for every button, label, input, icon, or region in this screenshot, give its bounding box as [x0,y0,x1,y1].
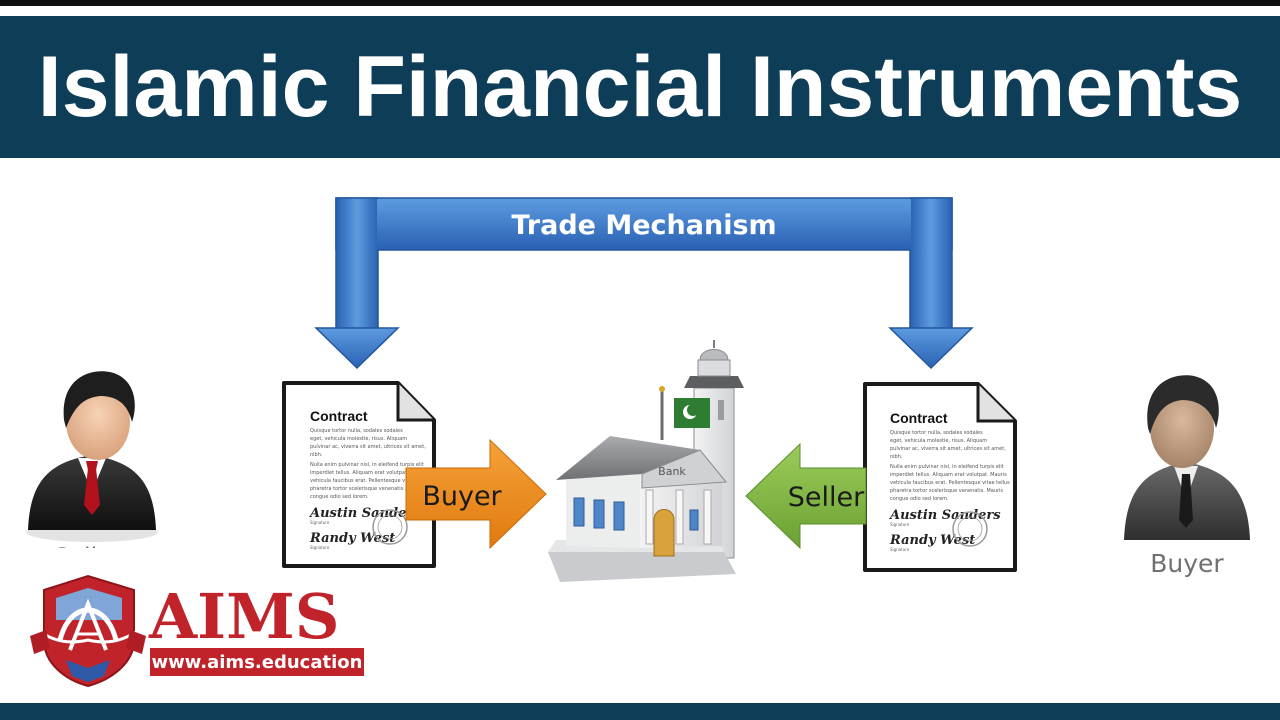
trade-mechanism-label: Trade Mechanism [511,210,776,241]
contract-line: pulvinar ac, viverra sit amet, ultrices … [890,446,1006,452]
contract-line: vehicula faucibus erat. Pellentesque vit… [890,480,1010,486]
contract-line: pharetra tortor scelerisque venenatis. M… [890,488,1003,494]
contract-line: congue odio sed lorem. [890,496,949,502]
title-bar: Islamic Financial Instruments [0,16,1280,158]
bank-sign: Bank [658,465,686,478]
aims-logo: AIMS www.aims.education [30,574,364,688]
signature-2: Randy West [309,531,395,546]
contract-line: Nulla enim pulvinar nisl, in eleifend tu… [310,462,424,468]
contract-title: Contract [890,410,948,426]
contract-line: Quisque tortor nulla, sodales sodales [890,430,983,436]
contract-title: Contract [310,408,368,424]
contract-line: pharetra tortor scelerisque venenatis. M… [310,486,423,492]
contract-line: Nulla enim pulvinar nisl, in eleifend tu… [890,464,1004,470]
bottom-bar [0,703,1280,720]
aims-shield-icon [30,574,146,688]
aims-url-bar [150,648,364,676]
contract-line: Quisque tortor nulla, sodales sodales [310,428,403,434]
contract-line: pulvinar ac, viverra sit amet, ultrices … [310,444,426,450]
buyer-label: Buyer [1150,549,1224,578]
contract-line: vehicula faucibus erat. Pellentesque vit… [310,478,430,484]
signature-caption: Signature [890,522,910,527]
signature-caption: Signature [890,547,910,552]
contract-line: nibh. [310,452,323,458]
right-contract-document: Contract Quisque tortor nulla, sodales s… [863,382,1017,572]
signature-2: Randy West [889,533,975,548]
buyer-person-icon [1124,375,1250,540]
page-title: Islamic Financial Instruments [37,38,1243,135]
signature-caption: Signature [310,545,330,550]
islamic-bank-icon: Bank [548,340,744,582]
seller-person-icon [26,371,158,542]
contract-line: imperdiet tellus. Aliquam erat volutpat.… [890,472,1007,478]
buyer-to-bank-arrow: Buyer [405,438,547,550]
contract-line: nibh. [890,454,903,460]
seller-label-occluder [40,548,150,570]
contract-line: congue odio sed lorem. [310,494,369,500]
aims-url: www.aims.education [152,652,363,673]
approval-stamp-icon [372,509,408,545]
left-contract-document: Contract Quisque tortor nulla, sodales s… [282,381,436,568]
trade-mechanism-arrow: Trade Mechanism [314,197,974,370]
seller-arrow-label: Seller [788,482,865,513]
contract-line: eget, vehicula molestie, risus. Aliquam [890,438,987,444]
signature-caption: Signature [310,520,330,525]
contract-line: imperdiet tellus. Aliquam erat volutpat.… [310,470,427,476]
approval-stamp-icon [952,511,988,547]
contract-line: eget, vehicula molestie, risus. Aliquam [310,436,407,442]
seller-to-bank-arrow: Seller [745,442,867,550]
top-rule [0,0,1280,6]
buyer-arrow-label: Buyer [422,481,502,512]
aims-wordmark: AIMS [148,580,340,653]
